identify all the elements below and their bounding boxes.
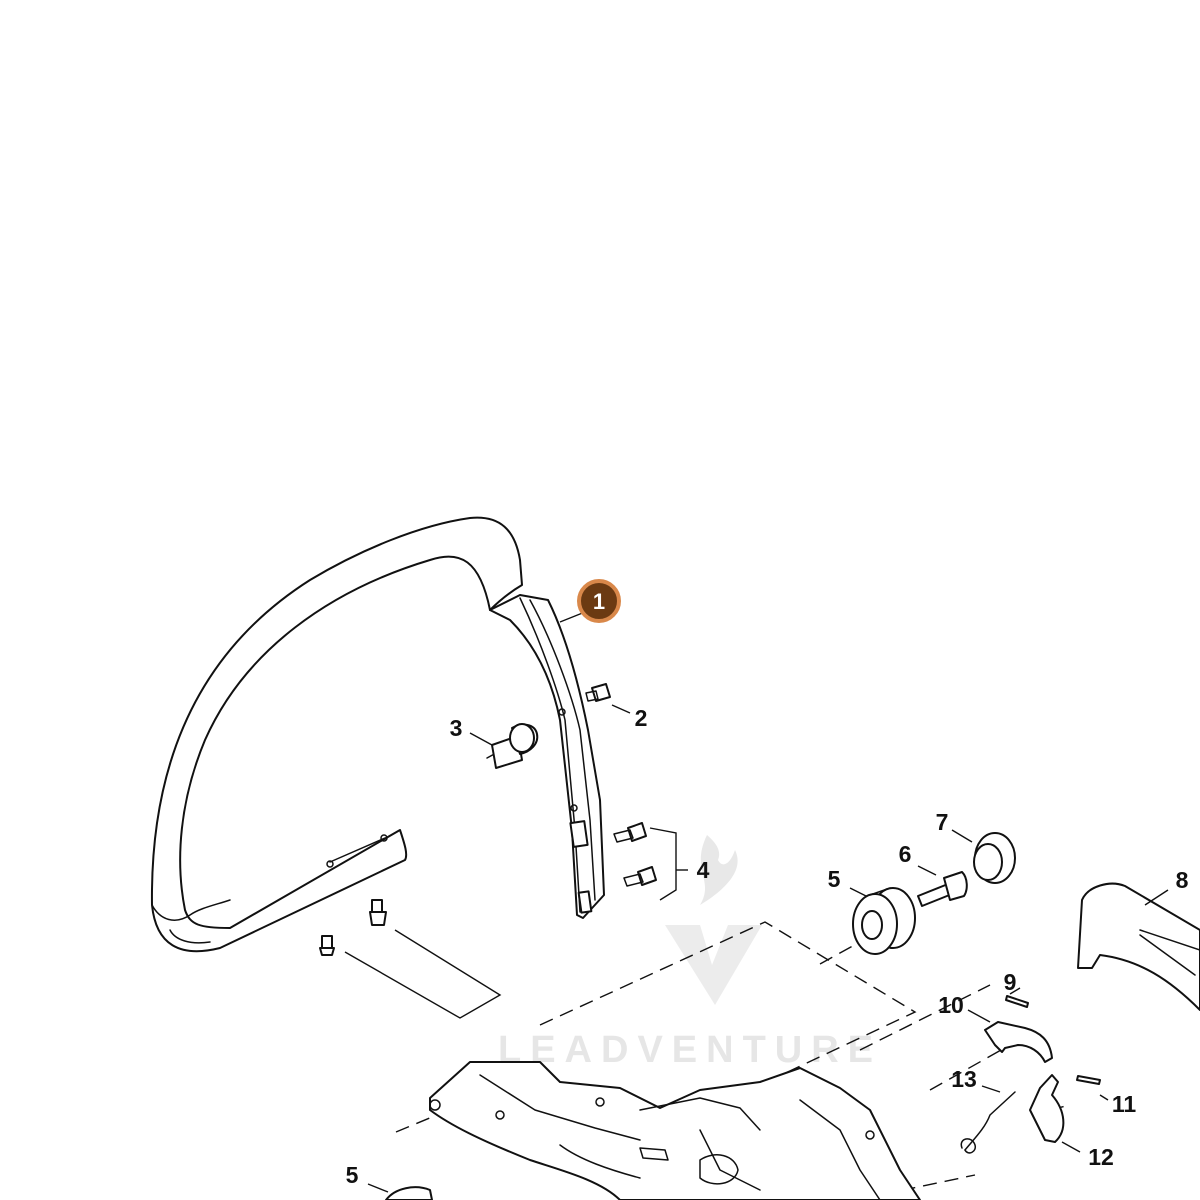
part-5-buffer[interactable] bbox=[852, 887, 916, 955]
label-8: 8 bbox=[1176, 867, 1189, 893]
watermark-flame-icon bbox=[700, 835, 738, 905]
part-4-screws[interactable] bbox=[319, 822, 657, 956]
part-12-interlock-lever[interactable] bbox=[1029, 1074, 1065, 1143]
part-11-pin[interactable] bbox=[1076, 1075, 1101, 1085]
part-13-spring[interactable] bbox=[960, 1091, 1016, 1154]
label-9: 9 bbox=[1004, 969, 1017, 995]
part-2-screw[interactable] bbox=[585, 683, 611, 702]
watermark-text: LEADVENTURE bbox=[498, 1029, 882, 1071]
part-8-cover[interactable] bbox=[1077, 882, 1200, 1011]
watermark: LEADVENTURE bbox=[498, 835, 882, 1071]
part-9-pin[interactable] bbox=[1005, 995, 1029, 1008]
label-4: 4 bbox=[697, 857, 710, 883]
label-5-lower: 5 bbox=[346, 1162, 359, 1188]
label-7: 7 bbox=[936, 809, 949, 835]
label-13: 13 bbox=[951, 1066, 977, 1092]
part-7-ring[interactable] bbox=[973, 832, 1016, 884]
handle-housing[interactable] bbox=[429, 1061, 921, 1200]
label-12: 12 bbox=[1088, 1144, 1114, 1170]
part-6-screw[interactable] bbox=[917, 871, 968, 907]
leader-lines bbox=[344, 611, 1169, 1193]
highlight-callout-1[interactable]: 1 bbox=[577, 579, 621, 623]
label-5: 5 bbox=[828, 866, 841, 892]
part-3-collar-bolt[interactable] bbox=[486, 723, 539, 769]
callout-label-1: 1 bbox=[593, 589, 605, 614]
label-3: 3 bbox=[450, 715, 463, 741]
watermark-v-icon bbox=[665, 925, 762, 1005]
callout-ring bbox=[577, 579, 621, 623]
front-handle-bar[interactable] bbox=[150, 516, 605, 953]
part-labels: 2 3 4 5 6 7 8 9 10 11 12 13 5 bbox=[346, 705, 1189, 1188]
label-2: 2 bbox=[635, 705, 648, 731]
part-5-buffer-lower[interactable] bbox=[385, 1186, 433, 1200]
label-6: 6 bbox=[899, 841, 912, 867]
part-10-lever[interactable] bbox=[984, 1021, 1053, 1063]
label-10: 10 bbox=[938, 992, 964, 1018]
label-11: 11 bbox=[1112, 1091, 1137, 1117]
